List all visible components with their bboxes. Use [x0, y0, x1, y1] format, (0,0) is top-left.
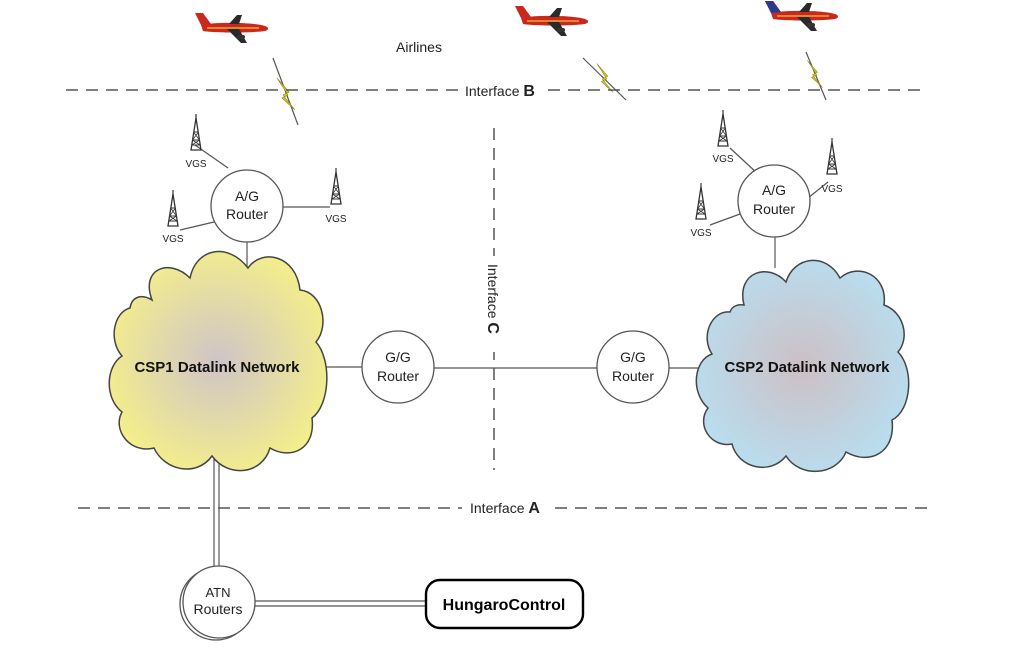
radio-tower-icon: [826, 137, 838, 175]
airplane-icon: [194, 12, 269, 44]
svg-text:G/G: G/G: [385, 349, 411, 365]
airplane-icon: [764, 0, 839, 32]
lightning-icon: [596, 63, 614, 93]
hungarocontrol-box: HungaroControl: [424, 578, 585, 630]
radio-tower-icon: [717, 109, 729, 147]
hungarocontrol-label: HungaroControl: [443, 597, 566, 614]
svg-text:Routers: Routers: [193, 601, 242, 617]
svg-text:A/G: A/G: [762, 182, 786, 198]
csp2-network-label: CSP2 Datalink Network: [724, 359, 890, 376]
atn-routers: ATN Routers: [179, 565, 256, 641]
csp1-ag-router: A/G Router: [210, 169, 284, 243]
svg-text:G/G: G/G: [620, 349, 646, 365]
radio-tower-icon: [167, 189, 179, 227]
csp1-cloud: [108, 250, 328, 472]
lightning-icon: [276, 77, 296, 111]
svg-text:Router: Router: [753, 201, 795, 217]
csp1-network-label: CSP1 Datalink Network: [134, 359, 300, 376]
vgs-label: VGS: [162, 234, 183, 245]
airlines-label: Airlines: [396, 39, 442, 55]
vgs-label: VGS: [185, 159, 206, 170]
svg-text:ATN: ATN: [205, 585, 230, 600]
svg-text:Router: Router: [226, 206, 268, 222]
vgs-label: VGS: [325, 214, 346, 225]
airplane-icon: [514, 5, 589, 37]
vgs-label: VGS: [712, 154, 733, 165]
radio-tower-icon: [695, 182, 707, 220]
csp2-gg-router: G/G Router: [596, 330, 670, 404]
lightning-icon: [807, 60, 823, 88]
vgs-label: VGS: [821, 184, 842, 195]
csp2-cloud: [695, 259, 910, 472]
svg-text:Router: Router: [612, 368, 654, 384]
interface-c-label: Interface C: [484, 264, 501, 334]
svg-text:A/G: A/G: [235, 188, 259, 204]
csp2-ag-router: A/G Router: [737, 164, 811, 238]
radio-tower-icon: [190, 113, 202, 151]
interface-a-label: Interface A: [470, 500, 540, 517]
csp1-gg-router: G/G Router: [361, 330, 435, 404]
svg-text:Router: Router: [377, 368, 419, 384]
radio-tower-icon: [330, 167, 342, 205]
vgs-label: VGS: [690, 228, 711, 239]
interface-b-label: Interface B: [465, 83, 535, 100]
